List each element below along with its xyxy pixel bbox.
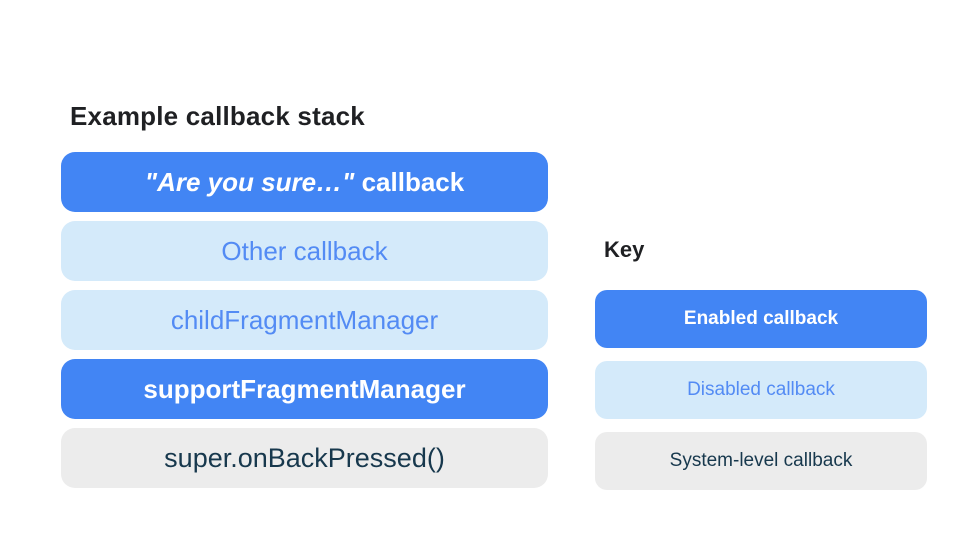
stack-item-label-italic: "Are you sure…" <box>144 166 355 197</box>
key-item-label: System-level callback <box>669 450 853 471</box>
key-title: Key <box>604 237 645 262</box>
key-item-system-level-callback: System-level callback <box>595 432 927 490</box>
key-legend: Enabled callback Disabled callback Syste… <box>595 290 927 490</box>
stack-item-support-fragment-manager: supportFragmentManager <box>61 359 548 419</box>
stack-item-other-callback: Other callback <box>61 221 548 281</box>
stack-item-are-you-sure-callback: "Are you sure…" callback <box>61 152 548 212</box>
stack-item-label: Other callback <box>221 235 388 266</box>
stack-item-super-onbackpressed: super.onBackPressed() <box>61 428 548 488</box>
stack-item-child-fragment-manager: childFragmentManager <box>61 290 548 350</box>
stack-item-label: supportFragmentManager <box>143 373 466 404</box>
key-item-disabled-callback: Disabled callback <box>595 361 927 419</box>
stack-item-label-rest: callback <box>354 166 465 197</box>
page-title: Example callback stack <box>70 101 365 131</box>
stack-item-label: childFragmentManager <box>170 304 439 335</box>
stack-item-label: super.onBackPressed() <box>164 442 445 473</box>
key-item-label: Enabled callback <box>683 308 839 329</box>
key-item-label: Disabled callback <box>687 379 835 400</box>
key-item-enabled-callback: Enabled callback <box>595 290 927 348</box>
callback-stack: "Are you sure…" callback Other callback … <box>61 152 548 488</box>
